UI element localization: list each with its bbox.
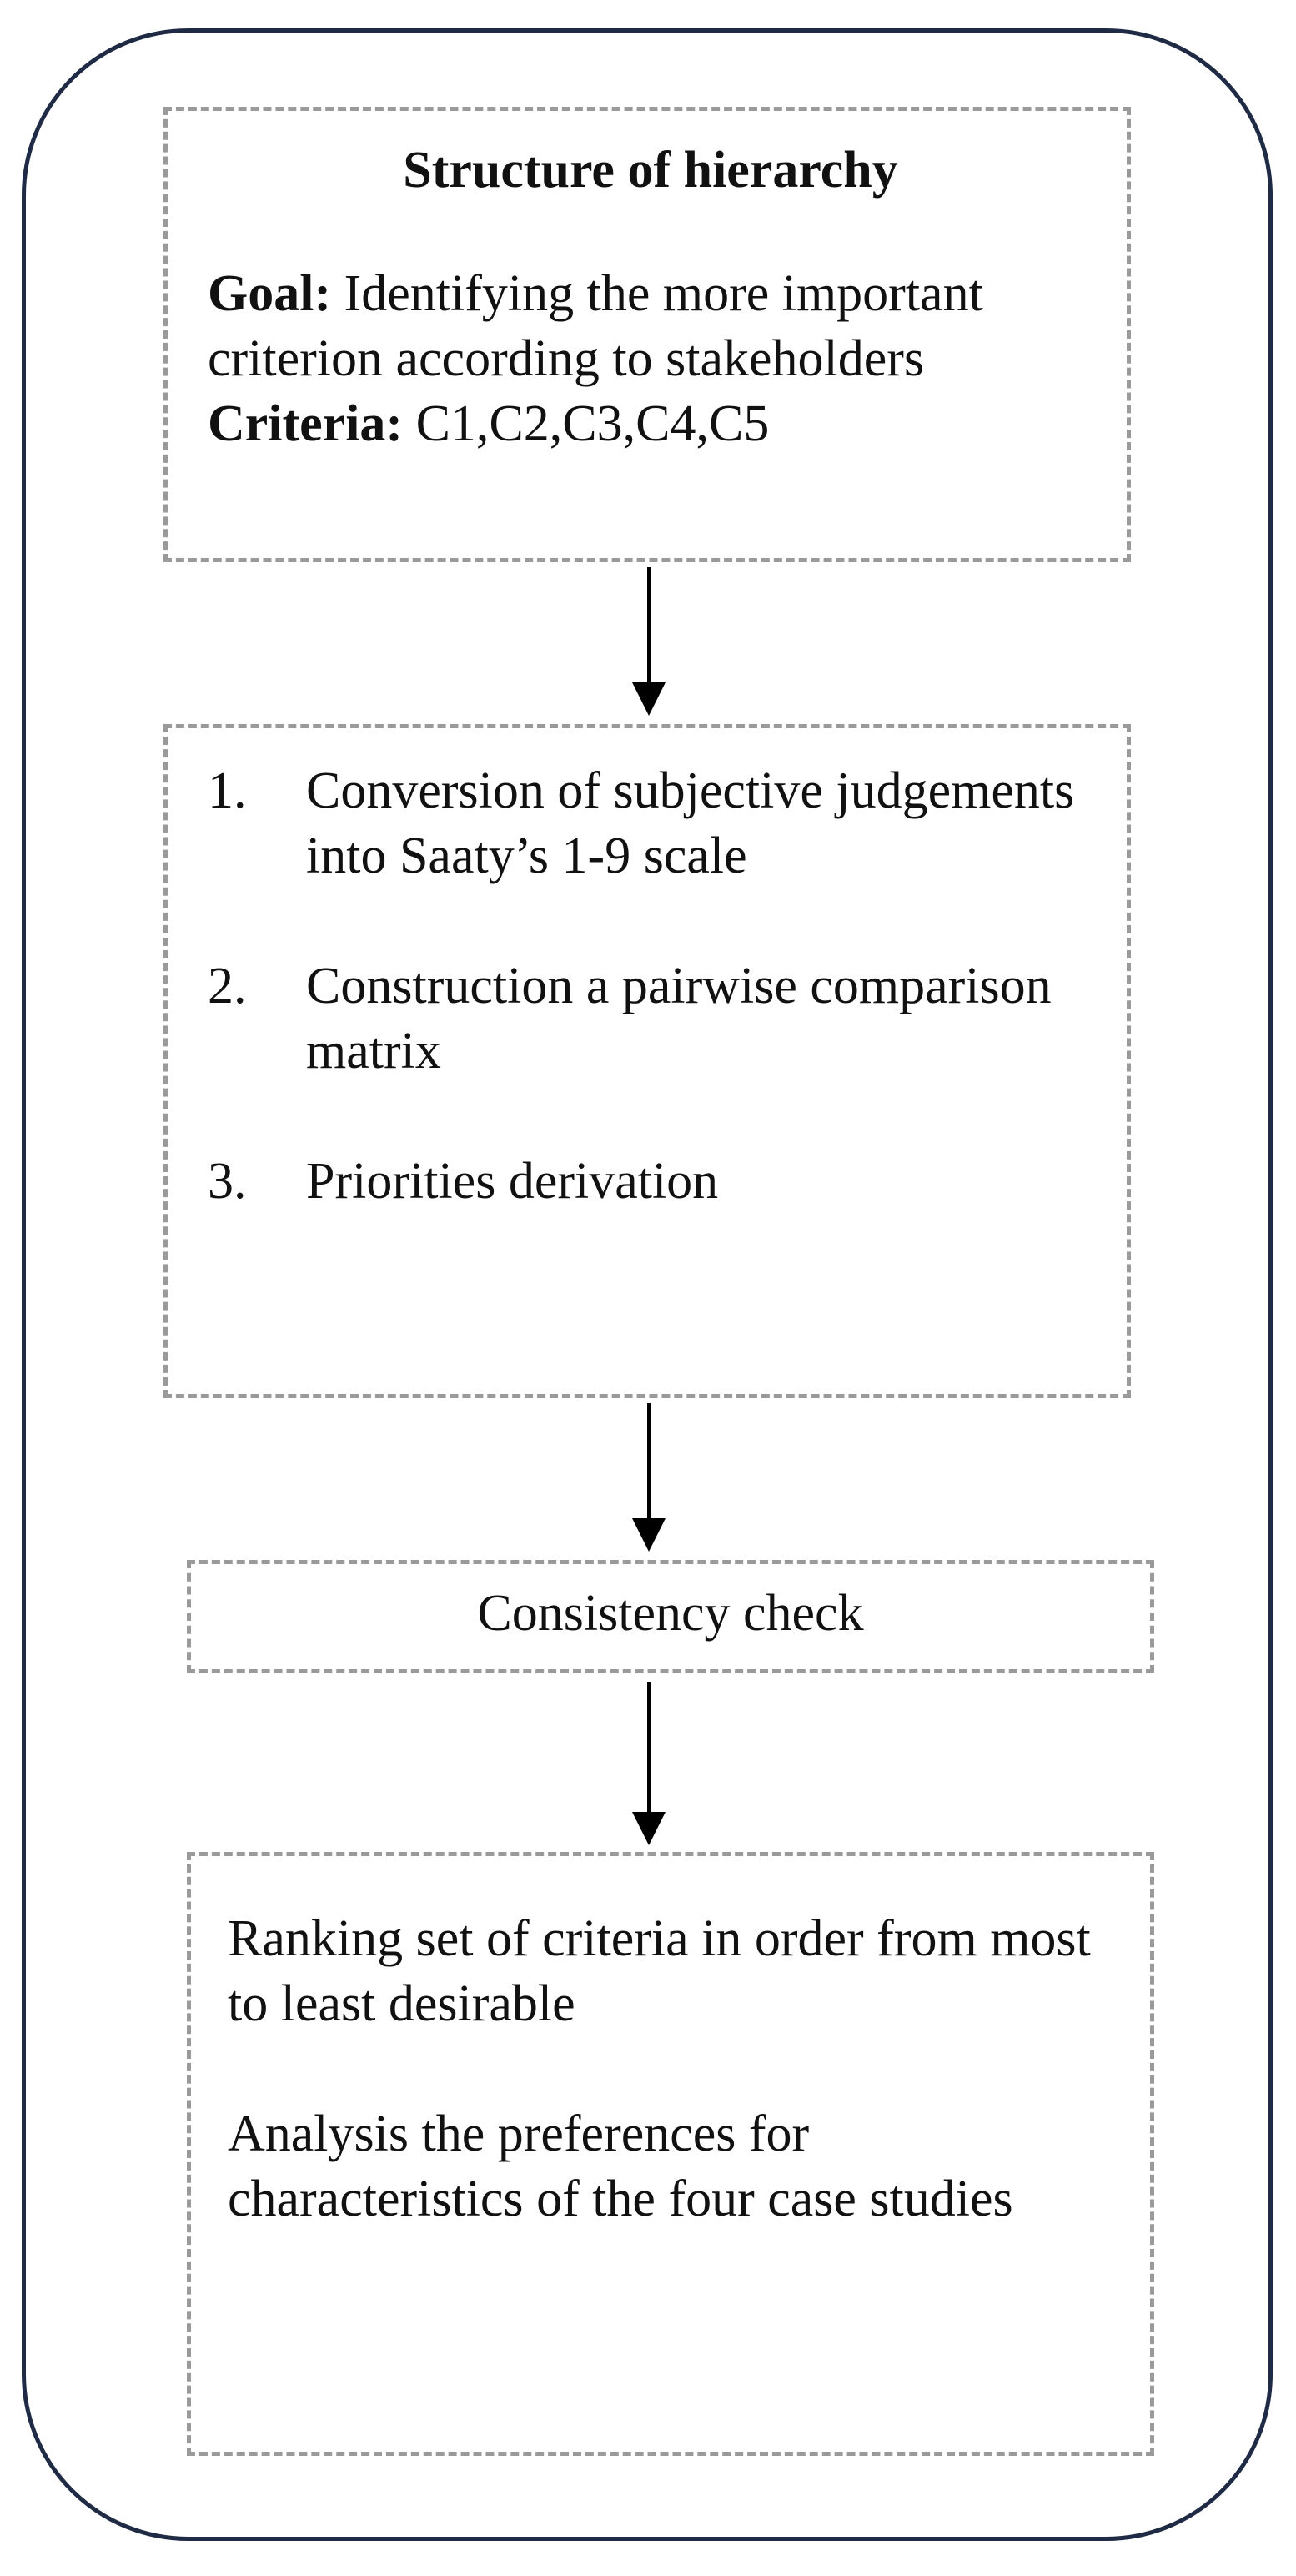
step-item: 2. Construction a pairwise comparison ma… [208,953,1093,1084]
steps-box: 1. Conversion of subjective judgements i… [163,724,1131,1398]
outer-frame [22,28,1273,2541]
step-number: 1. [208,762,247,819]
step-item: 1. Conversion of subjective judgements i… [208,758,1093,888]
step-text: Conversion of subjective judgements into… [306,762,1075,884]
ranking-text: Ranking set of criteria in order from mo… [228,1910,1091,2032]
step-number: 3. [208,1153,247,1210]
step-text: Priorities derivation [306,1153,719,1210]
step-number: 2. [208,958,247,1014]
goal-line: Goal: Identifying the more important cri… [208,261,1093,391]
arrow-steps-to-consistency [632,1403,666,1552]
criteria-text: C1,C2,C3,C4,C5 [415,395,770,452]
goal-text: Identifying the more important criterion… [208,265,983,387]
step-item: 3. Priorities derivation [208,1149,1093,1214]
criteria-label: Criteria: [208,395,404,452]
arrow-consistency-to-outcome [632,1682,666,1845]
outcome-box: Ranking set of criteria in order from mo… [187,1852,1154,2456]
analysis-text: Analysis the preferences for characteris… [228,2106,1013,2227]
consistency-label: Consistency check [477,1585,864,1642]
arrow-hierarchy-to-steps [632,567,666,716]
consistency-check-box: Consistency check [187,1560,1154,1673]
goal-label: Goal: [208,265,332,322]
hierarchy-title: Structure of hierarchy [403,142,898,199]
step-text: Construction a pairwise comparison matri… [306,958,1052,1079]
criteria-line: Criteria: C1,C2,C3,C4,C5 [208,391,1093,456]
hierarchy-structure-box: Structure of hierarchy Goal: Identifying… [163,107,1131,562]
